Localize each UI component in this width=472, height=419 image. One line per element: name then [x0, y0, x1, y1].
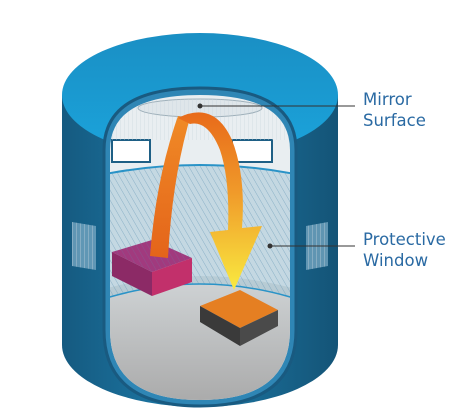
mirror-leader-line: [197, 103, 355, 109]
mirror-label-line1: Mirror: [363, 90, 412, 109]
window-leader-line: [267, 243, 355, 249]
reflected-light-arrow: [178, 112, 262, 291]
upward-light-arrow: [150, 116, 190, 258]
mirror-surface-label: Mirror Surface: [363, 89, 426, 131]
orange-block: [200, 290, 278, 346]
window-label-line2: Window: [363, 251, 429, 270]
protective-window-label: Protective Window: [363, 229, 446, 271]
mirror-label-line2: Surface: [363, 111, 426, 130]
window-label-line1: Protective: [363, 230, 446, 249]
